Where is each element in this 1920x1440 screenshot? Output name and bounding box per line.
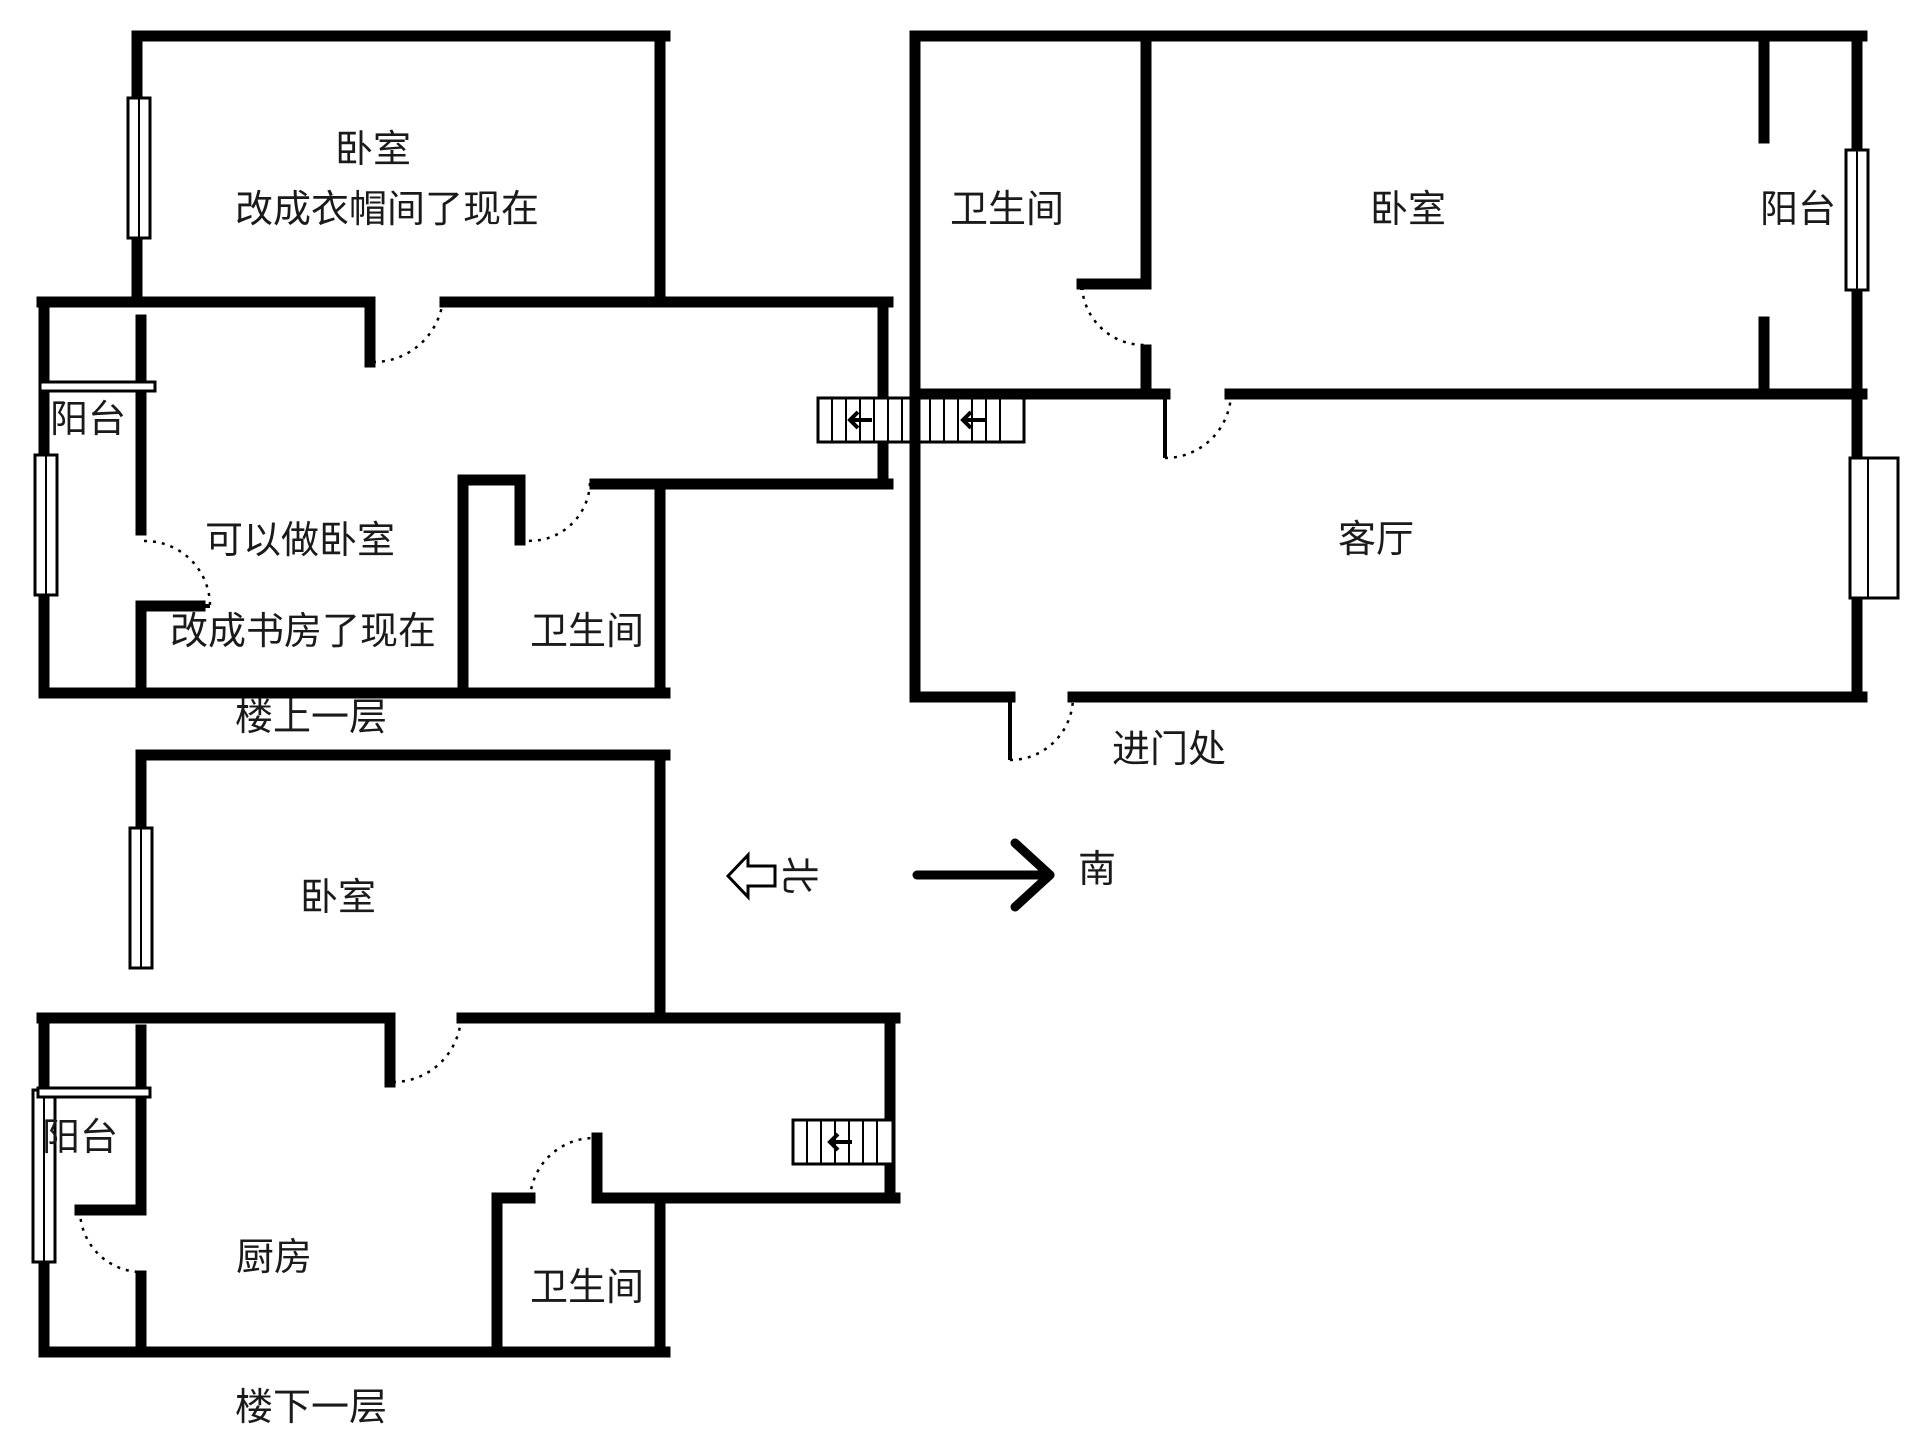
entry-bedroom-label: 卧室: [1370, 187, 1446, 231]
kitchen-label: 厨房: [236, 1235, 312, 1279]
upper-bedroom-note: 改成衣帽间了现在: [235, 187, 539, 231]
upper-floor-walls: [36, 30, 894, 699]
entry-balcony-label: 阳台: [1760, 187, 1836, 231]
entry-bathroom-label: 卫生间: [950, 187, 1064, 231]
north-label: 北: [777, 856, 821, 894]
lower-floor-walls: [36, 749, 901, 1358]
upper-bedroom-label: 卧室: [335, 127, 411, 171]
lower-bathroom-label: 卫生间: [530, 1265, 644, 1309]
upper-room-note: 改成书房了现在: [170, 609, 436, 653]
entry-floor-doors: [1008, 284, 1233, 762]
south-label: 南: [1078, 847, 1116, 891]
upper-balcony-label: 阳台: [50, 397, 126, 441]
north-arrow-icon: [725, 851, 777, 901]
lower-floor-windows: [31, 826, 154, 1264]
entry-floor-windows: [1844, 148, 1900, 600]
upper-stairs: [816, 396, 1026, 444]
lower-bedroom-label: 卧室: [300, 875, 376, 919]
upper-floor-doors: [143, 299, 592, 608]
lower-stairs: [791, 1118, 895, 1166]
upper-floor-windows: [33, 96, 157, 597]
entry-floor-walls: [909, 30, 1868, 703]
lower-floor-doors: [78, 1017, 599, 1274]
south-arrow-icon: [912, 838, 1055, 912]
living-room-label: 客厅: [1338, 517, 1414, 561]
entrance-label: 进门处: [1112, 727, 1226, 771]
lower-balcony-label: 阳台: [42, 1115, 118, 1159]
lower-floor-title: 楼下一层: [235, 1385, 387, 1429]
upper-room-option-label: 可以做卧室: [205, 518, 395, 562]
upper-floor-title: 楼上一层: [235, 695, 387, 739]
upper-bathroom-label: 卫生间: [530, 609, 644, 653]
